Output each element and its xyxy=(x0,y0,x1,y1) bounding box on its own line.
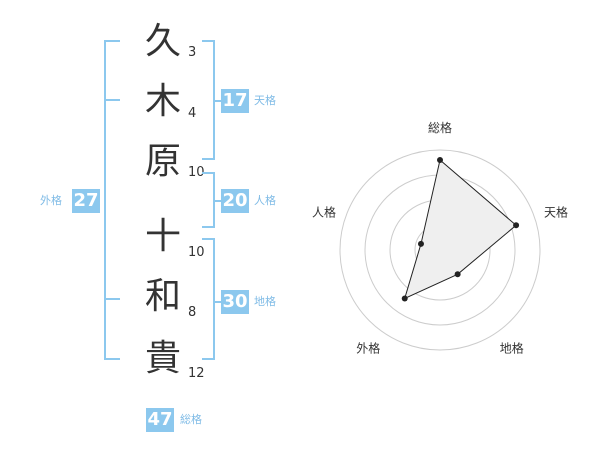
stroke-count-2: 4 xyxy=(188,106,197,121)
gaikaku-label: 外格 xyxy=(40,194,62,207)
name-char-2: 木 xyxy=(144,81,181,122)
name-char-5: 和 xyxy=(144,276,181,317)
radar-point-2 xyxy=(454,271,461,278)
radar-axis-label-0: 総格 xyxy=(428,120,452,135)
radar-points xyxy=(401,157,520,302)
soukaku-value: 47 xyxy=(146,408,174,432)
radar-point-3 xyxy=(401,295,408,302)
radar-axis-label-4: 人格 xyxy=(312,204,336,219)
radar-point-0 xyxy=(437,157,443,163)
radar-point-1 xyxy=(513,222,520,229)
name-char-4: 十 xyxy=(144,216,181,257)
name-char-6: 貴 xyxy=(144,338,181,379)
chikaku-label: 地格 xyxy=(254,295,276,308)
stroke-count-3: 10 xyxy=(188,165,205,180)
name-char-3: 原 xyxy=(144,141,181,182)
stroke-count-1: 3 xyxy=(188,45,197,60)
jinkaku-label: 人格 xyxy=(254,194,276,207)
stroke-count-4: 10 xyxy=(188,245,205,260)
chikaku-value: 30 xyxy=(221,290,249,314)
name-char-1: 久 xyxy=(144,21,181,62)
stroke-count-5: 8 xyxy=(188,305,197,320)
tenkaku-label: 天格 xyxy=(254,94,276,107)
radar-axis-label-1: 天格 xyxy=(544,204,568,219)
radar-axis-label-3: 外格 xyxy=(356,341,380,356)
soukaku-label: 総格 xyxy=(180,413,202,426)
gaikaku-value: 27 xyxy=(72,189,100,213)
stroke-count-6: 12 xyxy=(188,366,205,381)
radar-point-4 xyxy=(417,240,424,247)
radar-axis-label-2: 地格 xyxy=(500,341,524,356)
radar-area xyxy=(403,159,517,300)
jinkaku-value: 20 xyxy=(221,189,249,213)
tenkaku-value: 17 xyxy=(221,89,249,113)
radar-ring-4 xyxy=(339,149,541,351)
